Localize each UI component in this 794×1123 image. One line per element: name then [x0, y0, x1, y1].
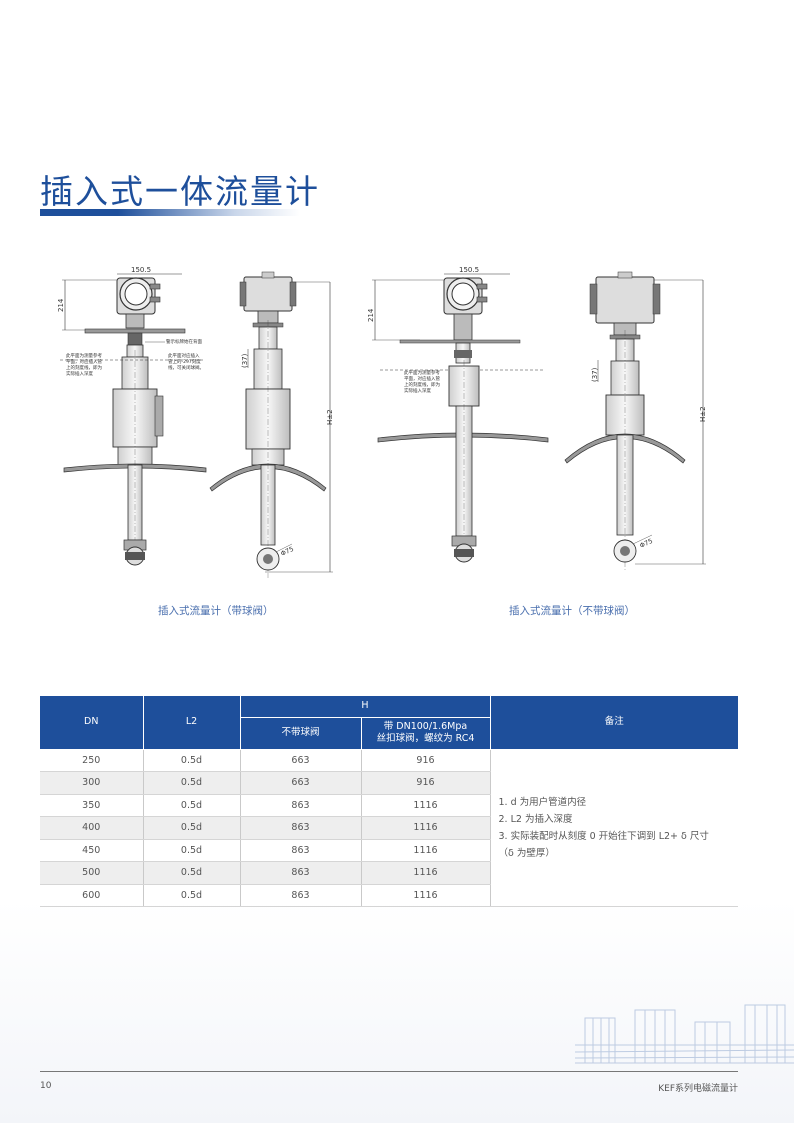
cell-h-with-valve: 1116	[361, 816, 491, 840]
cell-h-no-valve: 863	[240, 816, 362, 840]
header-h-with-valve: 带 DN100/1.6Mpa 丝扣球阀，螺纹为 RC4	[361, 717, 491, 750]
cell-h-no-valve: 863	[240, 794, 362, 817]
dim-phi-label-2: Φ75	[638, 537, 654, 550]
cell-dn: 400	[40, 816, 144, 840]
drawing-right-front: 150.5 214 此平面为测量参考平面，对应插入管上的刻度线，即为实际插入深度	[367, 266, 549, 563]
note-sign-label: 警示标牌始在背面	[166, 338, 202, 345]
dim-214-label-2: 214	[367, 308, 375, 322]
drawing-left-side: H±2 (37) Φ75	[209, 271, 334, 578]
drawing-right-side: H±2 (37) Φ75	[564, 271, 707, 572]
note-left-a: 此平面为测量参考平面，对应插入管上的刻度线，即为实际插入深度	[66, 352, 102, 377]
title-underline-bar	[40, 209, 300, 216]
remarks-cell: 1. d 为用户管道内径 2. L2 为插入深度 3. 实际装配时从刻度 0 开…	[490, 749, 738, 907]
footer-rule	[40, 1071, 738, 1072]
remark-line: 3. 实际装配时从刻度 0 开始往下调到 L2+ δ 尺寸	[498, 830, 709, 842]
table-row: 300 0.5d 663 916	[40, 771, 738, 795]
remark-line: （δ 为壁厚）	[498, 847, 555, 859]
cell-dn: 600	[40, 884, 144, 907]
cell-l2: 0.5d	[143, 794, 241, 817]
cell-h-with-valve: 916	[361, 749, 491, 772]
cell-h-no-valve: 863	[240, 839, 362, 862]
cell-h-with-valve: 1116	[361, 884, 491, 907]
dim-37-label-2: (37)	[591, 367, 599, 382]
cell-dn: 500	[40, 861, 144, 885]
cell-l2: 0.5d	[143, 816, 241, 840]
header-l2: L2	[143, 696, 241, 750]
cell-l2: 0.5d	[143, 861, 241, 885]
cell-h-with-valve: 1116	[361, 861, 491, 885]
flowmeter-drawings: 150.5 214 警示标牌始在背面 此平面为测量参考平面，对应插入管上的刻度线…	[57, 266, 707, 578]
cell-h-with-valve: 1116	[361, 839, 491, 862]
caption-with-valve: 插入式流量计（带球阀）	[158, 605, 274, 617]
cell-l2: 0.5d	[143, 749, 241, 772]
table-row: 450 0.5d 863 1116	[40, 839, 738, 862]
cell-l2: 0.5d	[143, 884, 241, 907]
header-h-with-valve-line1: 带 DN100/1.6Mpa	[383, 720, 468, 732]
note-left-b: 此平面对应插入管上的-297刻度线，可关闭球阀。	[168, 352, 204, 371]
remark-line: 1. d 为用户管道内径	[498, 796, 587, 808]
dim-h-label-2: H±2	[699, 406, 707, 422]
footer-title: KEF系列电磁流量计	[658, 1084, 738, 1094]
table-row: 600 0.5d 863 1116	[40, 884, 738, 907]
remark-line: 2. L2 为插入深度	[498, 813, 573, 825]
dim-214-label-1: 214	[57, 298, 65, 312]
cell-h-no-valve: 663	[240, 749, 362, 772]
page-number: 10	[40, 1081, 52, 1091]
header-h-with-valve-line2: 丝扣球阀，螺纹为 RC4	[376, 733, 475, 744]
table-row: 400 0.5d 863 1116	[40, 816, 738, 840]
cell-h-no-valve: 663	[240, 771, 362, 795]
header-remarks: 备注	[490, 696, 738, 750]
header-h: H	[240, 696, 491, 718]
header-h-no-valve: 不带球阀	[240, 717, 362, 750]
decorative-structure-graphic	[575, 1004, 794, 1064]
cell-h-with-valve: 1116	[361, 794, 491, 817]
table-row: 250 0.5d 663 916 1. d 为用户管道内径 2. L2 为插入深…	[40, 749, 738, 907]
caption-without-valve: 插入式流量计（不带球阀）	[509, 605, 635, 617]
cell-h-with-valve: 916	[361, 771, 491, 795]
cell-dn: 450	[40, 839, 144, 862]
cell-dn: 250	[40, 749, 144, 772]
cell-dn: 300	[40, 771, 144, 795]
cell-l2: 0.5d	[143, 771, 241, 795]
dim-phi-label-1: Φ75	[279, 545, 295, 558]
cell-h-no-valve: 863	[240, 861, 362, 885]
table-row: 350 0.5d 863 1116	[40, 794, 738, 817]
spec-table: DN L2 H 备注 不带球阀 带 DN100/1.6Mpa 丝扣球阀，螺纹为 …	[40, 696, 738, 907]
cell-l2: 0.5d	[143, 839, 241, 862]
cell-h-no-valve: 863	[240, 884, 362, 907]
dim-width-label-1: 150.5	[131, 266, 151, 274]
page-background-fade	[0, 900, 794, 1123]
dim-h-label-1: H±2	[326, 409, 334, 425]
page-title: 插入式一体流量计	[40, 172, 320, 211]
table-row: 500 0.5d 863 1116	[40, 861, 738, 885]
drawing-left-front: 150.5 214 警示标牌始在背面 此平面为测量参考平面，对应插入管上的刻度线…	[57, 266, 207, 566]
header-dn: DN	[40, 696, 144, 750]
dim-width-label-2: 150.5	[459, 266, 479, 274]
cell-dn: 350	[40, 794, 144, 817]
note-right: 此平面为测量参考平面，对应插入管上的刻度线，即为实际插入深度	[404, 369, 440, 394]
dim-37-label-1: (37)	[241, 353, 249, 368]
